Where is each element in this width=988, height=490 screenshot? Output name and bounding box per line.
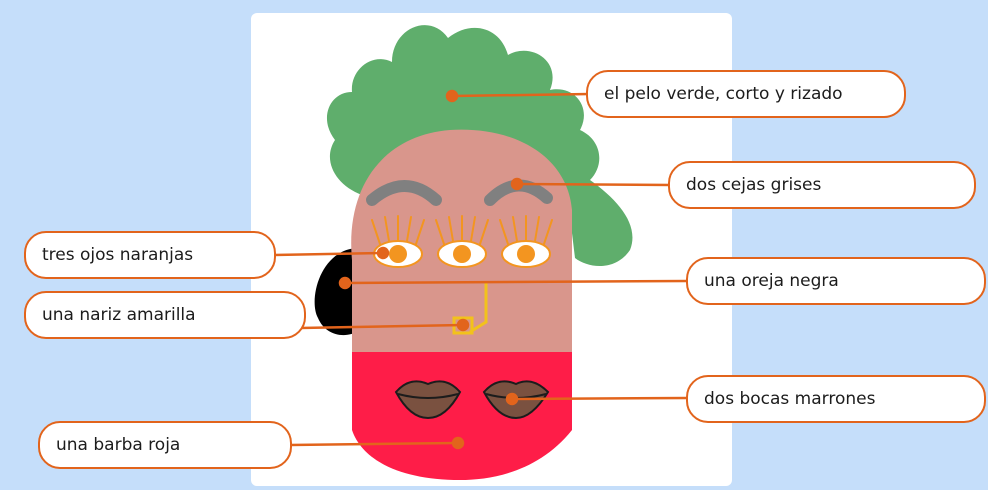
label-barba: una barba roja: [38, 421, 292, 469]
label-nariz: una nariz amarilla: [24, 291, 306, 339]
mouth-left: [394, 380, 462, 420]
label-cejas: dos cejas grises: [668, 161, 976, 209]
connector-lines: [273, 89, 689, 450]
ear: [314, 248, 360, 336]
label-ojos: tres ojos naranjas: [24, 231, 276, 279]
eye-middle: [435, 215, 489, 268]
eyebrow-left: [366, 180, 442, 206]
label-pelo: el pelo verde, corto y rizado: [586, 70, 906, 118]
nose: [469, 282, 488, 334]
label-oreja: una oreja negra: [686, 257, 986, 305]
beard: [352, 352, 572, 480]
eye-right: [499, 215, 553, 268]
label-bocas: dos bocas marrones: [686, 375, 986, 423]
